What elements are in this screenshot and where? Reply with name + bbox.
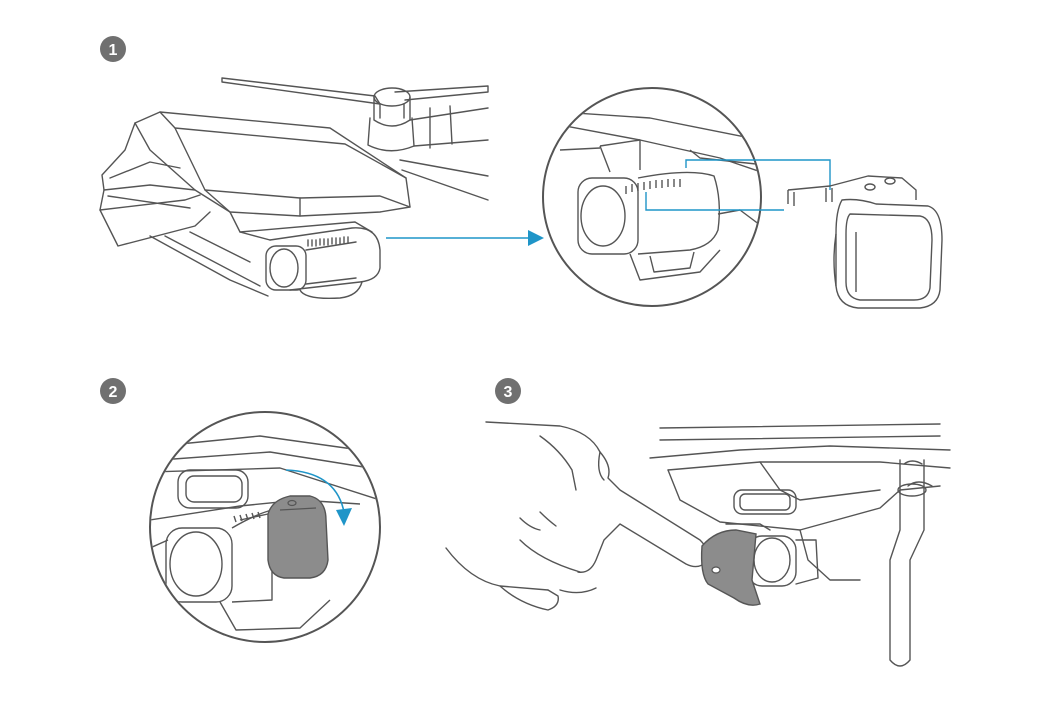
- filter-being-installed: [700, 529, 761, 606]
- filter-attached: [267, 495, 329, 579]
- step-2-number: 2: [109, 384, 118, 401]
- drone-overview: [99, 77, 489, 300]
- step-3-number: 3: [504, 384, 513, 401]
- arrow-right: [386, 230, 544, 246]
- step-3: 3: [445, 378, 951, 667]
- rotate-arrow: [285, 469, 352, 526]
- camera-vents: [307, 236, 349, 247]
- step-2-circle: [149, 411, 381, 643]
- step-3-badge: 3: [495, 378, 521, 404]
- magnified-camera-circle: [542, 87, 831, 307]
- hand-installing-filter: [445, 421, 951, 667]
- step-2-badge: 2: [100, 378, 126, 404]
- lens-filter: [787, 175, 943, 309]
- step-1-number: 1: [109, 42, 118, 59]
- step-2: 2: [100, 378, 381, 643]
- step-1-badge: 1: [100, 36, 126, 62]
- step-1: 1: [99, 36, 943, 309]
